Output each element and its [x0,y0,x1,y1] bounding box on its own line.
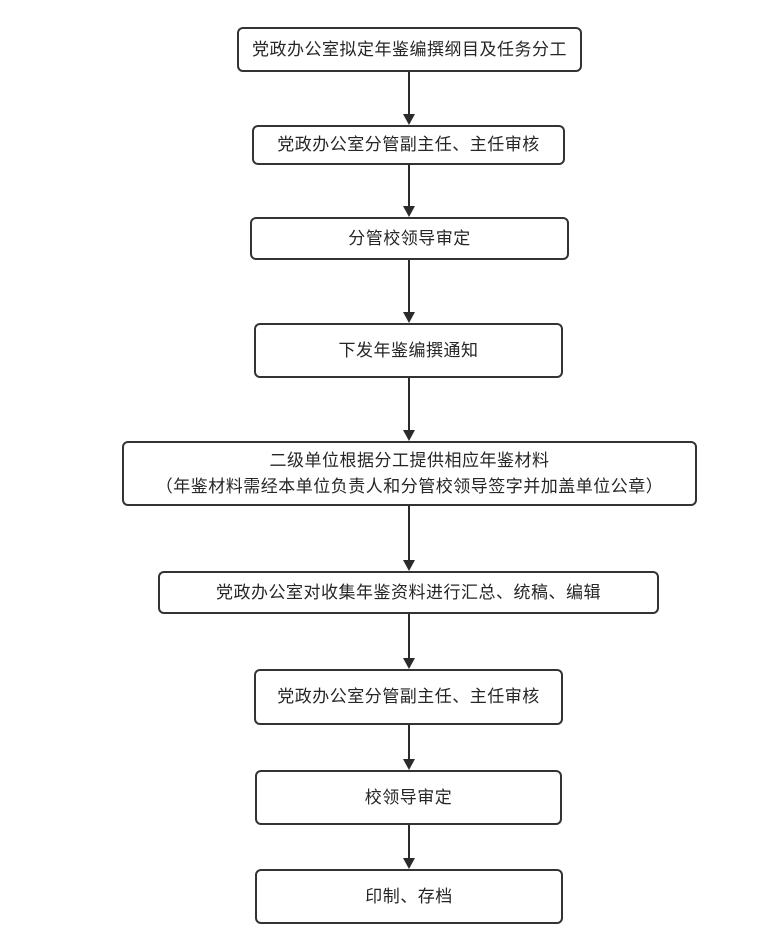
arrow-head-icon [403,560,415,571]
node-label: 党政办公室对收集年鉴资料进行汇总、统稿、编辑 [216,582,601,602]
node-sublabel: （年鉴材料需经本单位负责人和分管校领导签字并加盖单位公章） [155,476,664,496]
flow-arrow-down-4 [403,378,415,441]
arrow-shaft [408,72,410,114]
arrow-head-icon [403,114,415,125]
node-label: 党政办公室拟定年鉴编撰纲目及任务分工 [252,39,567,59]
flow-arrow-down-1 [403,72,415,125]
node-label: 二级单位根据分工提供相应年鉴材料 [269,450,550,470]
node-label: 印制、存档 [365,886,453,906]
arrow-shaft [408,378,410,430]
node-label: 党政办公室分管副主任、主任审核 [277,687,540,706]
flow-arrow-down-8 [403,825,415,869]
flow-arrow-down-7 [403,725,415,770]
node-label: 党政办公室分管副主任、主任审核 [277,135,540,154]
arrow-head-icon [403,858,415,869]
arrow-shaft [408,164,410,206]
arrow-head-icon [403,658,415,669]
arrow-head-icon [403,430,415,441]
node-units-provide-materials: 二级单位根据分工提供相应年鉴材料 （年鉴材料需经本单位负责人和分管校领导签字并加… [122,441,697,506]
node-office-deputy-director-review-2: 党政办公室分管副主任、主任审核 [254,669,563,725]
arrow-shaft [408,725,410,759]
node-office-deputy-director-review: 党政办公室分管副主任、主任审核 [252,125,565,165]
node-school-leader-final-approval: 校领导审定 [255,770,562,825]
flow-arrow-down-3 [403,260,415,323]
node-office-compile-edit: 党政办公室对收集年鉴资料进行汇总、统稿、编辑 [158,571,659,614]
arrow-shaft [408,260,410,312]
arrow-head-icon [403,312,415,323]
node-print-and-archive: 印制、存档 [255,869,563,924]
arrow-shaft [408,614,410,658]
arrow-shaft [408,825,410,858]
node-label: 分管校领导审定 [348,228,471,248]
flow-arrow-down-5 [403,506,415,571]
flow-arrow-down-6 [403,614,415,669]
node-school-leader-approval: 分管校领导审定 [250,217,569,260]
node-label: 下发年鉴编撰通知 [338,340,479,360]
arrow-shaft [408,506,410,560]
arrow-head-icon [403,759,415,770]
node-issue-compilation-notice: 下发年鉴编撰通知 [254,323,563,378]
node-label: 校领导审定 [364,787,453,807]
arrow-head-icon [403,206,415,217]
flow-arrow-down-2 [403,164,415,217]
node-draft-outline-and-tasks: 党政办公室拟定年鉴编撰纲目及任务分工 [237,27,582,72]
